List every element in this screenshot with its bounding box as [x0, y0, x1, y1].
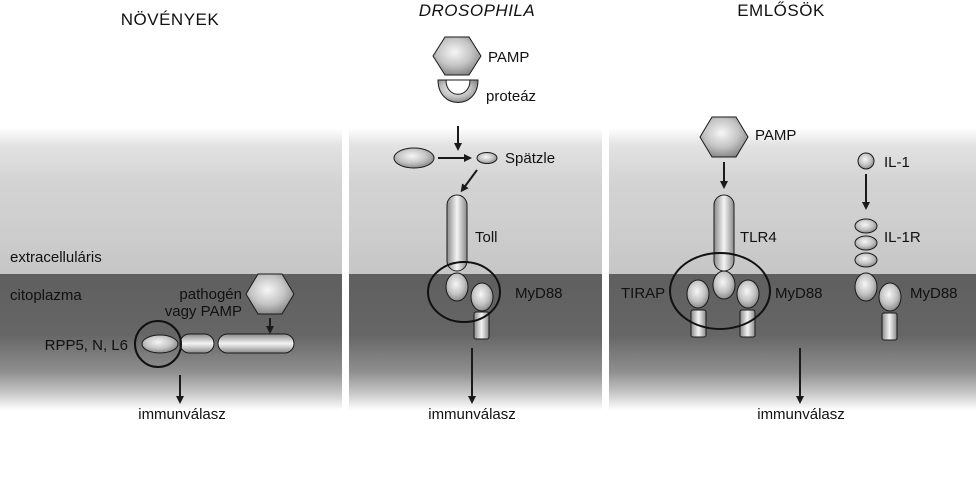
mammals-pamp-label: PAMP: [755, 127, 796, 144]
drosophila-title: DROSOPHILA: [419, 1, 535, 20]
cytoplasm-label: citoplazma: [10, 287, 82, 304]
panel-divider-2: [602, 128, 609, 418]
extracellular-band: [0, 128, 976, 274]
mammals-title: EMLŐSÖK: [737, 1, 825, 20]
toll-myd88-ring: [427, 261, 501, 323]
mammals-myd88-label-left: MyD88: [775, 285, 823, 302]
linker-bar: [179, 333, 215, 354]
panel-drosophila: DROSOPHILA PAMP proteáz Spätzle Toll MyD…: [393, 1, 563, 423]
tlr4-label: TLR4: [740, 229, 777, 246]
rpp-highlight-ring: [134, 320, 182, 368]
il1-label: IL-1: [884, 154, 910, 171]
il1r-ig-domain-2: [854, 235, 878, 251]
background-bands: [0, 128, 976, 418]
drosophila-myd88-domain: [470, 282, 494, 312]
tirap-stem: [690, 309, 707, 338]
receptor-bar: [217, 333, 295, 354]
tlr4-complex-ring: [669, 252, 771, 330]
plants-title: NÖVÉNYEK: [121, 10, 220, 29]
pathogen-pamp-hexagon: [245, 273, 295, 315]
spatzle-label: Spätzle: [505, 150, 555, 167]
panel-mammals: EMLŐSÖK PAMP TLR4 TIRAP MyD88 IL-1 IL-1R…: [621, 1, 958, 423]
il1r-label: IL-1R: [884, 229, 921, 246]
mammals-response-label: immunválasz: [757, 406, 845, 423]
spatzle-arrow: [460, 169, 478, 193]
il1r-ig-domain-3: [854, 252, 878, 268]
drosophila-pamp-hexagon: [432, 36, 482, 76]
mammals-myd88-domain-right: [878, 282, 902, 312]
tirap-label: TIRAP: [621, 285, 665, 302]
il1-ligand: [857, 152, 875, 170]
panel-plants: NÖVÉNYEK extracelluláris citoplazma path…: [10, 10, 295, 423]
toll-label: Toll: [475, 229, 498, 246]
tlr4-receptor: [713, 194, 735, 272]
pro-spatzle: [393, 147, 435, 169]
drosophila-myd88-stem: [473, 311, 490, 340]
mammals-pamp-hexagon: [699, 116, 749, 158]
drosophila-pamp-label: PAMP: [488, 49, 529, 66]
il1r-tir-domain: [854, 272, 878, 302]
drosophila-response-label: immunválasz: [428, 406, 516, 423]
extracellular-label: extracelluláris: [10, 249, 102, 266]
toll-receptor: [446, 194, 468, 272]
tlr4-tir-domain: [712, 270, 736, 300]
il1r-ig-domain-1: [854, 218, 878, 234]
spatzle: [476, 152, 498, 164]
tirap-domain: [686, 279, 710, 309]
pathogen-label-line2: vagy PAMP: [165, 303, 242, 320]
rpp-protein: [141, 334, 179, 354]
plants-response-label: immunválasz: [138, 406, 226, 423]
panel-divider-1: [342, 128, 349, 418]
mammals-myd88-domain-left: [736, 279, 760, 309]
protease-cup: [437, 79, 479, 103]
toll-tir-domain: [445, 272, 469, 302]
mammals-myd88-stem-right: [881, 312, 898, 341]
protease-label: proteáz: [486, 88, 536, 105]
mammals-myd88-label-right: MyD88: [910, 285, 958, 302]
pathogen-label-line1: pathogén: [179, 286, 242, 303]
rpp-label: RPP5, N, L6: [45, 337, 128, 354]
drosophila-myd88-label: MyD88: [515, 285, 563, 302]
